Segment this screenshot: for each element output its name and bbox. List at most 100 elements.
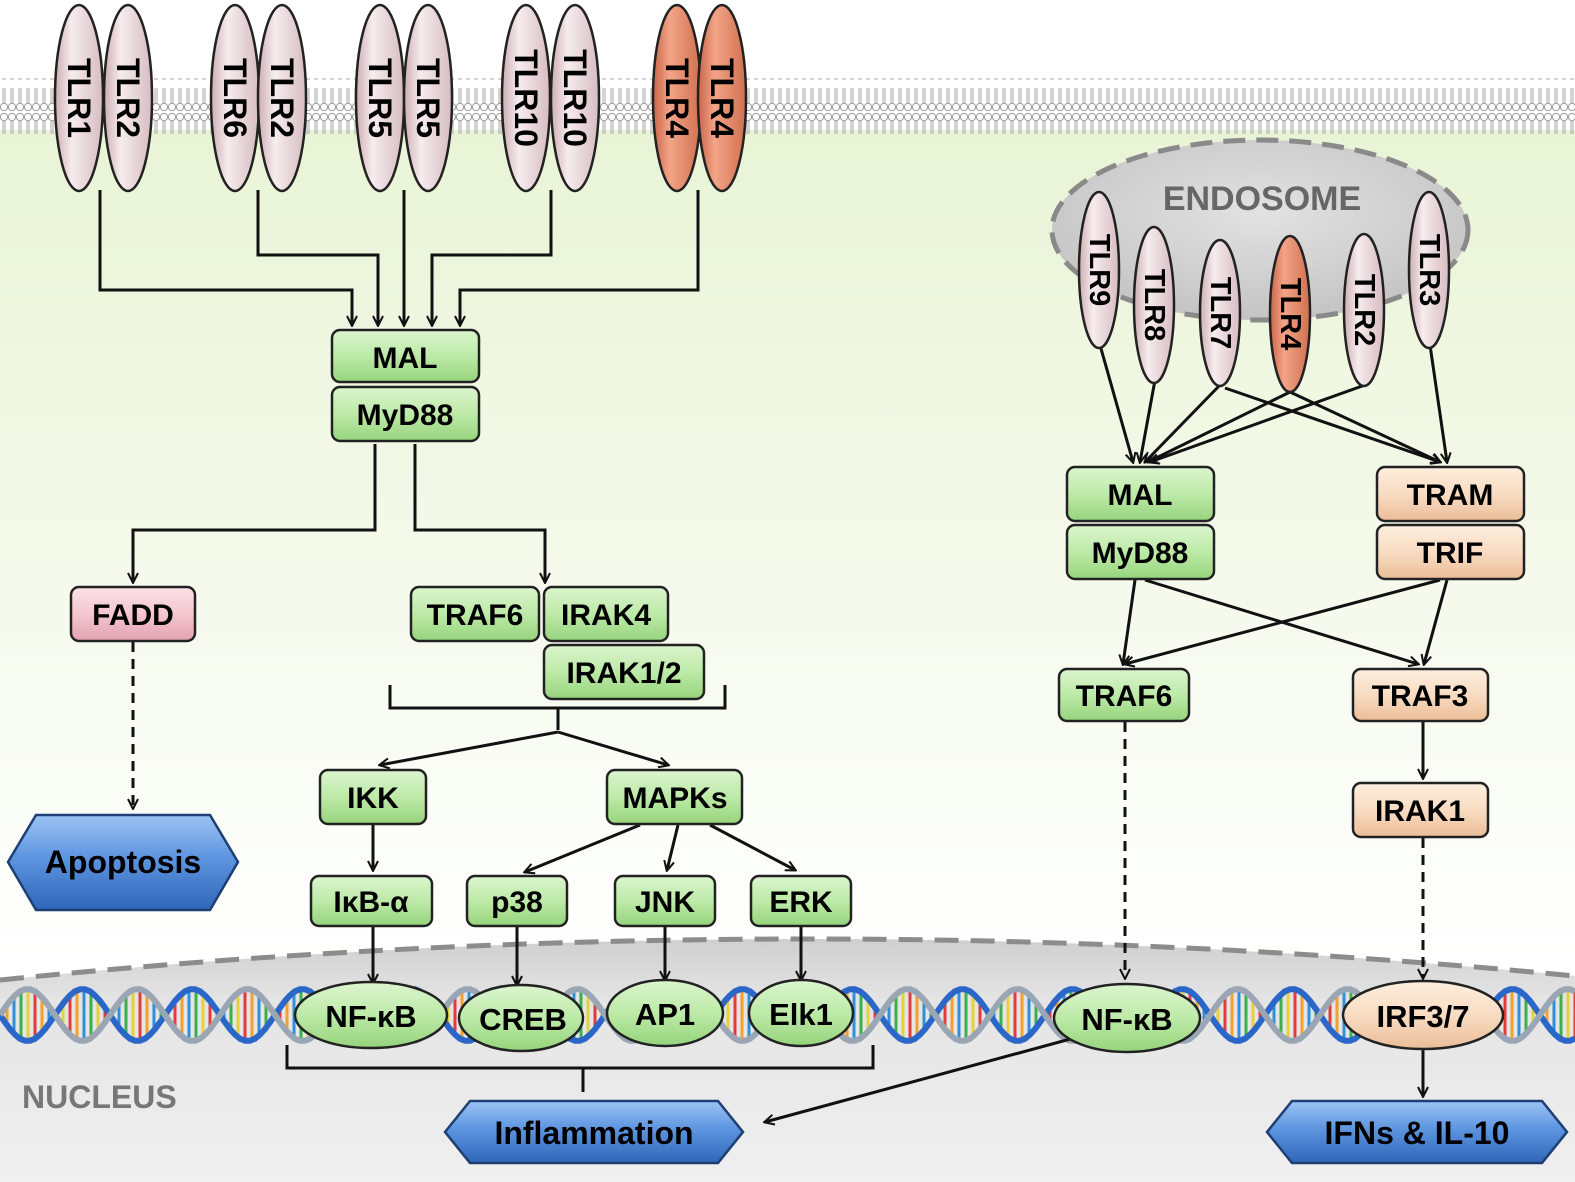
tlr-label: TLR10 — [557, 49, 593, 147]
mal-label: MAL — [373, 342, 438, 375]
tlr10-receptor: TLR10 — [549, 3, 601, 193]
ifns-outcome: IFNs & IL-10 — [1265, 1099, 1569, 1165]
fadd-label: FADD — [92, 599, 174, 632]
tlr10-receptor: TLR10 — [500, 3, 552, 193]
endosomal-tlrs: TLR9 TLR8 TLR7 TLR4 TLR2 TLR3 — [1077, 190, 1451, 394]
irak12-box: IRAK1/2 — [542, 643, 706, 701]
mapks-box: MAPKs — [605, 768, 744, 826]
elk1-oval: Elk1 — [747, 978, 855, 1048]
inflammation-label: Inflammation — [494, 1115, 693, 1151]
tlr-label: TLR4 — [1274, 278, 1306, 351]
tlr-label: TLR7 — [1204, 277, 1236, 350]
tlr6-receptor: TLR6 — [209, 3, 261, 193]
arrow-tlr8-to-mal — [1140, 379, 1157, 462]
arrow-tlr7-to-mal — [1145, 383, 1222, 462]
arrow-myd88-to-fadd — [133, 444, 377, 582]
ikk-label: IKK — [347, 782, 399, 815]
tlr-label: TLR2 — [264, 58, 300, 138]
tlr4-endosomal: TLR4 — [1268, 234, 1312, 394]
irak1-box: IRAK1 — [1351, 781, 1490, 839]
traf6-box-right: TRAF6 — [1057, 667, 1191, 723]
tlr-label: TLR8 — [1138, 269, 1170, 342]
tlr-label: TLR3 — [1413, 234, 1445, 307]
elk1-label: Elk1 — [769, 997, 833, 1032]
ikk-box: IKK — [318, 768, 428, 826]
mal-box: MAL — [330, 328, 481, 384]
jnk-box: JNK — [613, 874, 717, 928]
tlr8-endosomal: TLR8 — [1132, 225, 1176, 385]
bracket-tfs — [285, 1045, 875, 1070]
nuclear-envelope — [0, 936, 1575, 983]
myd88-box-right: MyD88 — [1065, 523, 1216, 581]
tlr-label: TLR5 — [410, 58, 446, 138]
irak12-label: IRAK1/2 — [566, 657, 681, 690]
tlr2-receptor: TLR2 — [102, 3, 154, 193]
tlr-label: TLR2 — [1348, 274, 1380, 347]
arrow-mapks-to-p38 — [525, 823, 641, 872]
tlr-label: TLR4 — [704, 58, 740, 138]
nfkb-right-oval: NF-κB — [1052, 982, 1202, 1054]
tlr9-endosomal: TLR9 — [1077, 190, 1121, 350]
tlr-label: TLR2 — [110, 58, 146, 138]
tlr3-endosomal: TLR3 — [1407, 190, 1451, 350]
irf37-label: IRF3/7 — [1376, 999, 1469, 1034]
nfkb-left-oval: NF-κB — [293, 980, 449, 1050]
tlr5-receptor: TLR5 — [354, 3, 406, 193]
myd88-box: MyD88 — [330, 385, 481, 443]
tlr4-receptor: TLR4 — [696, 3, 748, 193]
irak4-label: IRAK4 — [561, 599, 651, 632]
left-pathway-nodes: MAL MyD88 FADD TRAF6 IRAK4 IRAK1/2 IKK — [69, 328, 853, 928]
nfkb-label: NF-κB — [1081, 1002, 1172, 1037]
signal-arrows — [98, 190, 1449, 1122]
mal-label: MAL — [1108, 479, 1173, 512]
tlr-label: TLR9 — [1083, 234, 1115, 307]
ifns-label: IFNs & IL-10 — [1325, 1115, 1510, 1151]
traf6-box: TRAF6 — [409, 585, 541, 643]
transcription-factors: NF-κB CREB AP1 Elk1 NF-κB IRF3/7 — [293, 978, 1505, 1054]
tlr5-receptor: TLR5 — [402, 3, 454, 193]
tlr2-endosomal: TLR2 — [1342, 232, 1386, 388]
traf3-label: TRAF3 — [1372, 680, 1469, 713]
jnk-label: JNK — [635, 886, 695, 919]
arrow-trif-to-traf6 — [1125, 578, 1441, 664]
tlr4-receptor: TLR4 — [651, 3, 703, 193]
tlr-label: TLR5 — [362, 58, 398, 138]
ikba-label: IκB-α — [333, 886, 409, 919]
myd88-label: MyD88 — [1092, 537, 1189, 570]
creb-label: CREB — [479, 1002, 567, 1037]
apoptosis-label: Apoptosis — [45, 844, 201, 880]
traf6-label: TRAF6 — [427, 599, 524, 632]
arrow-to-mapks — [557, 730, 668, 765]
outcomes: Apoptosis Inflammation IFNs & IL-10 — [6, 813, 1569, 1165]
right-pathway-nodes: MAL MyD88 TRAM TRIF TRAF6 TRAF3 IRAK1 — [1057, 465, 1526, 839]
traf3-box: TRAF3 — [1351, 667, 1490, 723]
inflammation-outcome: Inflammation — [443, 1099, 745, 1165]
tlr7-endosomal: TLR7 — [1198, 238, 1242, 388]
apoptosis-outcome: Apoptosis — [6, 813, 240, 912]
tlr1-receptor: TLR1 — [53, 3, 105, 193]
creb-oval: CREB — [457, 983, 585, 1053]
ap1-label: AP1 — [635, 997, 695, 1032]
irak1-label: IRAK1 — [1375, 795, 1465, 828]
irak4-box: IRAK4 — [542, 585, 670, 643]
arrow-myd88-to-traf6 — [1123, 579, 1137, 664]
trif-label: TRIF — [1417, 537, 1484, 570]
arrow-myd88-to-irak4 — [413, 444, 545, 582]
nfkb-label: NF-κB — [325, 999, 416, 1034]
tlr-label: TLR10 — [508, 49, 544, 147]
tram-box: TRAM — [1375, 465, 1526, 523]
tram-label: TRAM — [1407, 479, 1494, 512]
p38-box: p38 — [465, 874, 569, 928]
mal-box-right: MAL — [1065, 465, 1216, 523]
nucleus-label: NUCLEUS — [22, 1079, 177, 1115]
arrow-mapks-to-erk — [709, 823, 795, 870]
fadd-box: FADD — [69, 585, 197, 643]
ap1-oval: AP1 — [605, 978, 725, 1048]
arrow-trif-to-traf3 — [1424, 579, 1449, 664]
mapks-label: MAPKs — [622, 782, 727, 815]
tlr-label: TLR1 — [61, 58, 97, 138]
tlr-label: TLR6 — [217, 58, 253, 138]
arrow-tlr3-to-tram — [1428, 344, 1447, 462]
